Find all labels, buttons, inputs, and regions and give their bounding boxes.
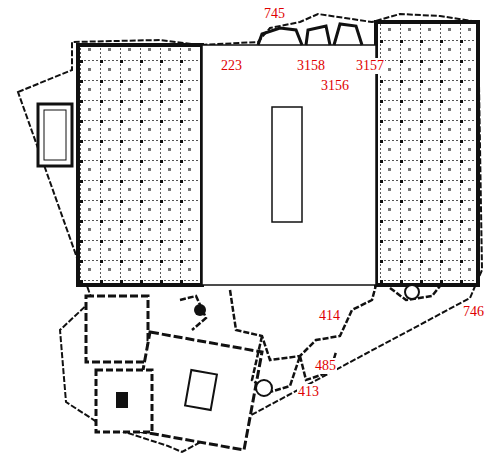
callout-number: 746 [462, 304, 485, 320]
minaret [256, 380, 272, 396]
callout-number: 3158 [296, 58, 326, 74]
chamber-inner [44, 110, 66, 160]
callout-number: 413 [297, 384, 320, 400]
minaret [194, 304, 206, 316]
enclosure-wall [18, 14, 482, 452]
callout-number: 3157 [355, 58, 385, 74]
tomb [116, 392, 128, 408]
callout-number: 485 [314, 358, 337, 374]
central-pool [272, 107, 302, 222]
side-chamber [38, 104, 72, 166]
callout-number: 745 [263, 6, 286, 22]
south-annex [180, 285, 440, 392]
domed-room [86, 296, 148, 362]
right-hall [376, 22, 478, 285]
callout-number: 414 [318, 308, 341, 324]
callout-number: 3156 [320, 78, 350, 94]
south-pool [185, 370, 217, 410]
left-hall [78, 45, 202, 285]
courtyard [202, 45, 376, 285]
minaret [405, 285, 419, 299]
tomb-room [96, 370, 152, 432]
callout-number: 223 [220, 58, 243, 74]
north-gate [258, 24, 362, 45]
